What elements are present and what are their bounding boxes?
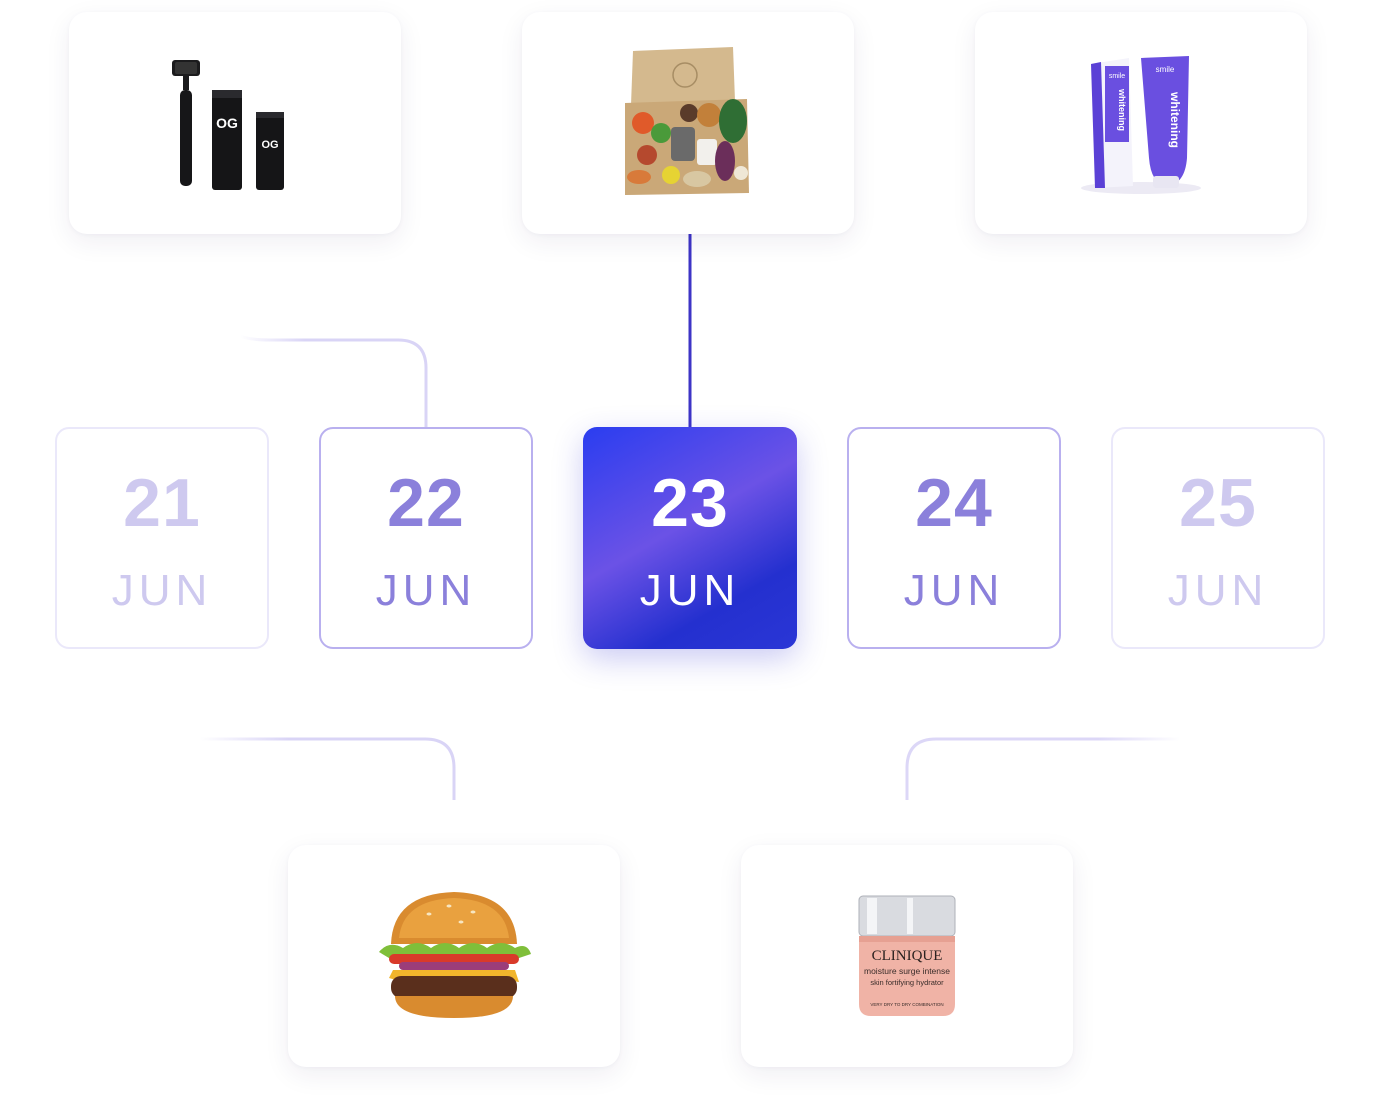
product-card-burger[interactable]	[288, 845, 620, 1067]
date-chip-23-selected[interactable]: 23 JUN	[583, 427, 797, 649]
product-card-toothpaste[interactable]: smile whitening smile whitening	[975, 12, 1307, 234]
burger-image	[379, 892, 531, 1018]
date-day: 23	[651, 465, 729, 541]
date-month: JUN	[903, 566, 1005, 615]
product-card-microneedling[interactable]: OG OG	[69, 12, 401, 234]
date-chip-25[interactable]: 25 JUN	[1111, 427, 1325, 649]
cream-line2: skin fortifying hydrator	[870, 978, 944, 987]
kit-logo: OG	[216, 115, 238, 131]
whitening-toothpaste-image: smile whitening smile whitening	[1081, 56, 1201, 194]
date-day: 22	[387, 465, 465, 541]
meal-kit-box-image	[625, 47, 749, 195]
date-month: JUN	[639, 566, 741, 615]
cream-brand: CLINIQUE	[872, 948, 943, 964]
product-card-meal-kit[interactable]	[522, 12, 854, 234]
date-chip-22[interactable]: 22 JUN	[319, 427, 533, 649]
cream-jar-image: CLINIQUE moisture surge intense skin for…	[858, 895, 956, 1016]
connector-cream	[905, 737, 1180, 800]
date-month: JUN	[111, 566, 213, 615]
connector-22	[239, 334, 428, 427]
date-chip-24[interactable]: 24 JUN	[847, 427, 1061, 649]
cream-line1: moisture surge intense	[864, 966, 950, 976]
toothpaste-tube-label: whitening	[1168, 91, 1182, 148]
toothpaste-box-brand: smile	[1109, 73, 1125, 80]
derma-roller-kit-image: OG OG	[172, 60, 284, 190]
connector-burger	[200, 737, 456, 800]
kit-logo-small: OG	[261, 139, 278, 151]
date-day: 24	[915, 465, 993, 541]
date-month: JUN	[1167, 566, 1269, 615]
date-day: 21	[123, 465, 201, 541]
toothpaste-box-label: whitening	[1117, 88, 1127, 131]
date-month: JUN	[375, 566, 477, 615]
date-chip-21[interactable]: 21 JUN	[55, 427, 269, 649]
date-day: 25	[1179, 465, 1257, 541]
toothpaste-tube-brand: smile	[1156, 65, 1175, 74]
product-card-moisturizer[interactable]: CLINIQUE moisture surge intense skin for…	[741, 845, 1073, 1067]
cream-line3: VERY DRY TO DRY COMBINATION	[870, 1002, 943, 1007]
